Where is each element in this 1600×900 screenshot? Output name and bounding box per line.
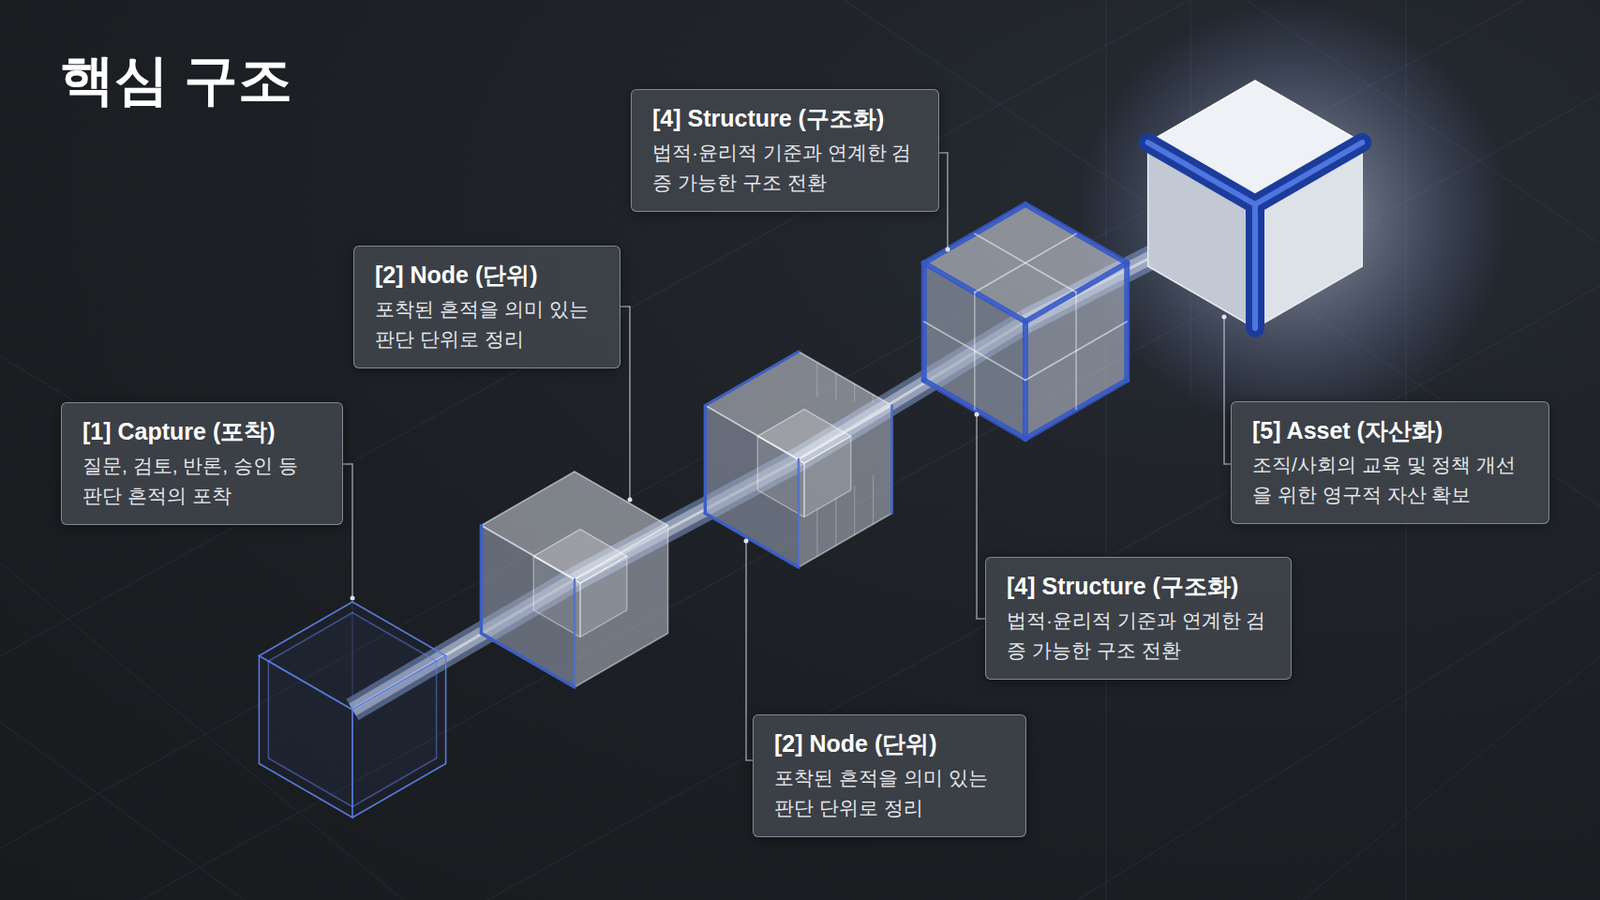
callout-heading: [1] Capture (포착) [82,415,322,448]
title: 핵심 구조 [59,46,293,113]
callout-heading: [5] Asset (자산화) [1252,414,1528,447]
cube [924,204,1128,439]
cube-face [580,555,628,637]
cube-edge [816,508,818,557]
cube-edge [974,233,1077,293]
cube-edge [268,613,353,662]
cube [704,351,892,568]
cube [1148,80,1363,329]
cube-edge [816,362,818,398]
cube-edge [704,351,799,406]
cube-edge [835,373,837,400]
cube-edge [352,758,437,808]
callout-box: [1] Capture (포착)질문, 검토, 반론, 승인 등 판단 흔적의 … [60,402,344,525]
cube-edge [351,709,354,808]
leader-dot [628,497,633,503]
cube-edge [351,709,354,818]
cube-edge [352,660,437,710]
cube-edge [853,486,855,536]
callout-heading: [4] Structure (구조화) [652,102,918,135]
leader-dot [744,538,749,544]
grid-line [0,0,1600,849]
cube-edge [1252,204,1258,329]
callout-box: [2] Node (단위)포착된 흔적을 의미 있는 판단 단위로 정리 [353,245,621,369]
leader-line [343,463,353,599]
cube-face [1148,142,1256,329]
cube-edge [704,513,799,569]
cube-edge [258,656,261,764]
leader-dot [1222,314,1227,320]
callout-text: 포착된 흔적을 의미 있는 판단 단위로 정리 [374,294,599,355]
grid-line [0,721,244,900]
cube [258,601,446,818]
callout-text: 법적·윤리적 기준과 연계한 검증 가능한 구조 전환 [1006,605,1271,666]
callout-box: [5] Asset (자산화)조직/사회의 교육 및 정책 개선을 위한 영구적… [1230,401,1550,524]
cube-edge [445,656,448,764]
callout-heading: [2] Node (단위) [774,727,1005,760]
grid-pattern [817,362,874,557]
cube-edge [835,496,837,546]
leader-line [620,306,630,500]
callout-text: 포착된 흔적을 의미 있는 판단 단위로 정리 [774,762,1005,823]
cube-edge [573,579,577,688]
cube-edge [974,233,1077,293]
callout-heading: [2] Node (단위) [374,258,599,291]
cube-edge [268,758,353,808]
callout-box: [2] Node (단위)포착된 흔적을 의미 있는 판단 단위로 정리 [752,714,1027,838]
cube-edge [890,405,894,514]
cube-face [804,435,852,517]
cube-edge [797,459,801,568]
cube-edge [1255,142,1362,205]
glow [1077,0,1510,432]
callout-box: [4] Structure (구조화)법적·윤리적 기준과 연계한 검증 가능한… [630,89,940,212]
cube-edge [872,475,874,524]
cube-edge [352,613,437,662]
cube [480,471,668,688]
leader-line [746,540,753,761]
leader-dot [974,412,980,418]
cube-face [757,435,805,517]
cube-face [1025,263,1127,440]
cube-face [924,263,1026,440]
leader-line [939,152,948,250]
callout-box: [4] Structure (구조화)법적·윤리적 기준과 연계한 검증 가능한… [985,556,1292,680]
cube-edge [1075,292,1077,410]
cube-edge [1255,142,1362,205]
leader-line [1224,316,1231,464]
cube-edge [872,394,874,404]
callout-text: 법적·윤리적 기준과 연계한 검증 가능한 구조 전환 [652,137,918,198]
cube-edge [973,292,976,410]
callout-text: 조직/사회의 교육 및 정책 개선을 위한 영구적 자산 확보 [1252,449,1528,510]
leader-dot [945,247,951,253]
cube-edge [268,660,270,759]
leader-line [976,414,986,619]
cube-face [268,613,436,808]
grid-line [1302,656,1600,900]
cube-edge [268,660,353,710]
leader-dot [350,596,356,601]
cube-edge [1245,204,1265,329]
callout-text: 질문, 검토, 반론, 승인 등 판단 흔적의 포착 [82,450,322,511]
callout-heading: [4] Structure (구조화) [1006,569,1271,602]
cube-edge [435,660,438,759]
cube-edge [703,405,708,514]
cube-edge [1148,142,1256,205]
cube-edge [1148,142,1256,205]
cube-face [1255,142,1362,329]
cube-edge [352,613,354,709]
cube-face [258,601,446,818]
cube-edge [352,601,354,708]
cube-face [533,555,581,637]
cube-edge [853,384,855,402]
cube-edge [480,633,575,688]
cube-edge [479,525,484,634]
